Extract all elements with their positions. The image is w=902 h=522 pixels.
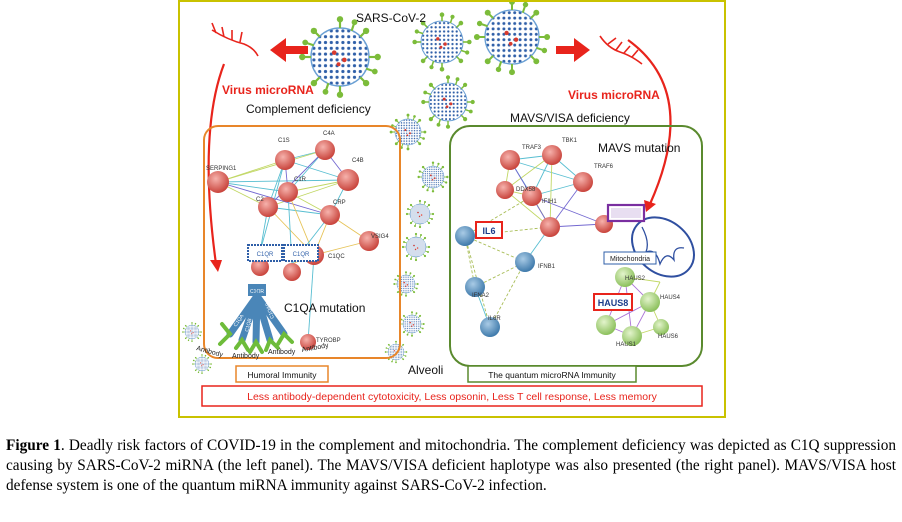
microrna-strand-right-icon (599, 35, 643, 65)
c1q-antibody-fan: C1QR C1QA C1QB C1QAB (218, 284, 294, 354)
label-ifih1: IFIH1 (542, 199, 557, 205)
node-c4a (315, 140, 335, 160)
c1q-box-right-label: C1QR (293, 252, 310, 258)
antibody-label-3: Antibody (268, 349, 296, 356)
label-c1r: C1R (294, 177, 307, 183)
node-tyrobp (300, 334, 316, 350)
label-ddx58: DDX58 (516, 187, 536, 193)
label-haus6: HAUS6 (658, 334, 679, 340)
label-tbk1: TBK1 (562, 138, 578, 144)
right-network-nodes (455, 145, 669, 346)
node-serping1 (207, 171, 229, 193)
node-crp (320, 205, 340, 225)
c1q-box-right (283, 244, 319, 262)
label-c4b: C4B (352, 158, 364, 164)
curved-arrow-left-icon (207, 63, 226, 265)
svg-text:C1QR: C1QR (250, 289, 264, 295)
c1q-box-left-label: C1QR (257, 252, 274, 258)
antibody-label-1: Antibody (195, 345, 224, 359)
haus8-box (593, 293, 633, 311)
c1qa-mutation-label: C1QA mutation (284, 301, 365, 315)
virus-microrna-left-label: Virus microRNA (222, 83, 314, 97)
mitochondria-label: Mitochondria (610, 256, 650, 263)
curved-arrow-right-icon (627, 39, 672, 205)
node-il6 (455, 226, 475, 246)
sars-cov-2-label: SARS-CoV-2 (356, 11, 426, 25)
complement-deficiency-label: Complement deficiency (246, 102, 371, 116)
label-c1s: C1S (278, 138, 290, 144)
covid-diagram: C1QR C1QR C1QR C1QA C1QB C1QAB C1S C4A S… (181, 2, 703, 407)
quantum-immunity-label: The quantum microRNA Immunity (488, 370, 616, 380)
figure-caption: Figure 1. Deadly risk factors of COVID-1… (6, 436, 896, 496)
node-ifnb1 (515, 252, 535, 272)
bottom-banner-box (201, 385, 703, 407)
node-mavs-red (540, 217, 560, 237)
antibody-label-2: Antibody (232, 353, 260, 360)
node-haus1 (622, 326, 642, 346)
label-haus1: HAUS1 (616, 342, 637, 348)
label-traf3: TRAF3 (522, 145, 542, 151)
label-haus4: HAUS4 (660, 295, 681, 301)
label-vsig4: VSIG4 (371, 234, 389, 240)
c1qb-fan-label: C1QB (244, 317, 253, 332)
node-c1s (275, 150, 295, 170)
mitochondria-label-box (603, 251, 657, 265)
c1qab-fan-label: C1QAB (264, 301, 276, 320)
left-network-nodes (207, 140, 379, 350)
node-haus4 (640, 292, 660, 312)
node-traf6 (573, 172, 593, 192)
node-c2 (258, 197, 278, 217)
virus-microrna-right-label: Virus microRNA (568, 88, 660, 102)
arrow-left-icon (270, 38, 308, 62)
caption-text: . Deadly risk factors of COVID-19 in the… (6, 437, 896, 494)
node-il6r (480, 317, 500, 337)
il6-box (475, 221, 503, 239)
left-panel-box (203, 125, 401, 359)
label-tyrobp: TYROBP (316, 338, 341, 344)
node-c4b (337, 169, 359, 191)
node-vsig4 (359, 231, 379, 251)
humoral-immunity-box (235, 365, 329, 383)
humoral-immunity-label: Humoral Immunity (248, 370, 318, 380)
node-c1r (278, 182, 298, 202)
c1q-box-left (247, 244, 283, 262)
node-c1qr-a (251, 258, 269, 276)
label-ifna2: IFNA2 (472, 293, 490, 299)
label-crp: CRP (333, 200, 346, 206)
label-ifnb1: IFNB1 (538, 264, 556, 270)
label-haus2: HAUS2 (625, 276, 646, 282)
label-serping1: SERPING1 (206, 166, 237, 172)
node-haus8 (596, 315, 616, 335)
node-ddx58 (496, 181, 514, 199)
microrna-strand-left-icon (211, 22, 259, 57)
bottom-banner-text: Less antibody-dependent cytotoxicity, Le… (247, 391, 657, 403)
quantum-immunity-box (467, 365, 637, 383)
node-c1qr-b (283, 263, 301, 281)
arrow-right-icon (556, 38, 590, 62)
figure-frame: C1QR C1QR C1QR C1QA C1QB C1QAB C1S C4A S… (178, 0, 726, 418)
node-tbk1 (542, 145, 562, 165)
il6-box-label: IL6 (482, 226, 495, 236)
node-traf3 (500, 150, 520, 170)
node-haus2 (615, 267, 635, 287)
node-haus6 (653, 319, 669, 335)
label-c1qc: C1QC (328, 254, 345, 260)
haus8-box-label: HAUS8 (598, 298, 629, 308)
antibody-label-4: Antibody (301, 342, 330, 354)
figure-label: Figure 1 (6, 437, 61, 454)
node-ifih1 (522, 186, 542, 206)
alveoli-label: Alveoli (408, 363, 443, 377)
label-il6r: IL6R (488, 316, 501, 322)
mavs-visa-deficiency-label: MAVS/VISA deficiency (510, 111, 630, 125)
label-c2: C2 (256, 197, 264, 203)
node-ifna2 (465, 277, 485, 297)
label-c4a: C4A (323, 131, 335, 137)
label-traf6: TRAF6 (594, 164, 614, 170)
mavs-mutation-label: MAVS mutation (598, 141, 680, 155)
